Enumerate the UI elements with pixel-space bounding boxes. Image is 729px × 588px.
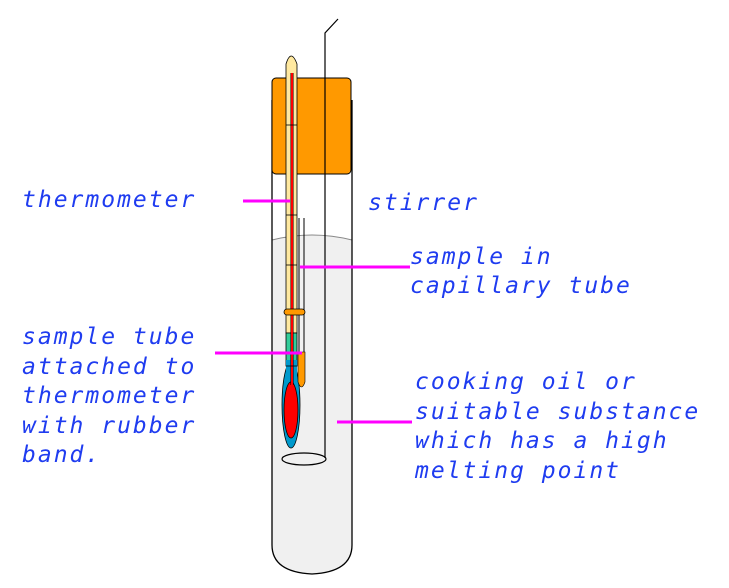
label-stirrer: stirrer bbox=[368, 190, 479, 216]
label-sample-tube-line4: with rubber bbox=[22, 413, 196, 439]
stirrer-ring bbox=[281, 452, 327, 466]
label-sample-tube-line1: sample tube bbox=[22, 324, 196, 350]
label-oil-line2: suitable substance bbox=[415, 399, 700, 425]
label-oil-line1: cooking oil or bbox=[415, 369, 637, 395]
label-oil-line4: melting point bbox=[414, 458, 621, 484]
rubber-stopper bbox=[271, 77, 352, 175]
rubber-band bbox=[283, 308, 306, 316]
mercury-bulb bbox=[283, 381, 299, 439]
label-sample-tube-line2: attached to bbox=[22, 354, 196, 380]
label-oil-line3: which has a high bbox=[415, 428, 669, 454]
stirrer bbox=[324, 18, 339, 458]
label-capillary-line2: capillary tube bbox=[410, 273, 632, 299]
label-sample-tube-line5: band. bbox=[22, 442, 101, 468]
oil-meniscus bbox=[271, 234, 353, 241]
label-thermometer: thermometer bbox=[22, 187, 196, 213]
label-sample-tube-line3: thermometer bbox=[22, 383, 196, 409]
sample-in-capillary bbox=[297, 351, 306, 388]
label-capillary-line1: sample in bbox=[410, 244, 553, 270]
boiling-tube bbox=[271, 100, 353, 575]
thermometer-scale-ticks bbox=[286, 124, 297, 367]
